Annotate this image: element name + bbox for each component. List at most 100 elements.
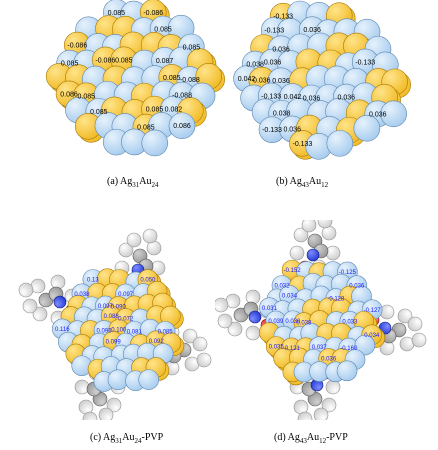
charge-label: 0.097 [98,304,114,310]
charge-label: 0.038 [296,321,312,327]
charge-label: -0.133 [292,141,312,148]
charge-label: 0.036 [369,111,387,118]
hydrogen-atom [213,297,229,313]
charge-label: 0.033 [342,319,358,325]
hydrogen-atom [227,321,243,337]
hydrogen-atom [217,313,233,329]
charge-label: -0.086 [143,10,163,17]
charge-label: 0.085 [90,109,108,116]
charge-label: -0.128 [327,297,345,303]
charge-label: -0.133 [273,14,293,21]
charge-label: 0.038 [246,61,264,68]
charge-label: 0.036 [264,60,282,67]
silver-atom [138,369,159,390]
charge-label: 0.085 [146,107,164,114]
charge-label: -0.133 [355,59,375,66]
charge-label: -0.127 [364,308,382,314]
silver-atom [107,369,129,391]
charge-label: 0.031 [262,306,278,312]
charge-label: 0.036 [338,94,356,101]
hydrogen-atom [325,245,341,261]
hydrogen-atom [106,397,122,413]
charge-label: 0.085 [183,44,201,51]
hydrogen-atom [325,379,341,395]
charge-label: 0.036 [272,46,290,53]
charge-label: 0.092 [149,339,165,345]
charge-label: 0.036 [283,126,301,133]
charge-label: -0.121 [283,346,301,352]
charge-label: 0.085 [154,26,172,33]
hydrogen-atom [245,325,261,341]
hydrogen-atom [142,228,158,244]
hydrogen-atom [182,328,198,344]
charge-label: 0.050 [140,278,156,284]
charge-label: 0.035 [269,345,285,351]
charge-label: 0.082 [165,107,183,114]
charge-label: 0.096 [97,329,113,335]
charge-label: 0.086 [173,123,191,130]
hydrogen-atom [407,316,423,332]
charge-label: 0.036 [303,95,321,102]
hydrogen-atom [50,274,66,290]
charge-label: -0.133 [262,127,282,134]
hydrogen-atom [293,227,309,243]
charge-label: -0.125 [339,270,357,276]
ag43au12-pvp-image: -0.1520.032-0.1250.0340.0310.036-0.1280.… [213,213,427,427]
charge-label: 0.13 [87,277,99,283]
charge-label: 0.085 [61,61,79,68]
silver-atom [380,100,407,128]
charge-label: 0.042 [284,94,302,101]
charge-label: 0.038 [273,111,291,118]
hydrogen-atom [313,407,329,423]
charge-label: 0.042 [238,76,256,83]
charge-label: -0.088 [180,77,200,84]
caption-c: (c) Ag31Au24-PVP [90,432,164,445]
caption-b: (b) Ag43Au12 [276,176,329,189]
charge-label: 0.036 [253,78,271,85]
charge-label: -0.160 [340,346,358,352]
hydrogen-atom [126,232,142,248]
charge-label: 0.099 [106,339,122,345]
charge-label: 0.090 [111,305,127,311]
charge-label: 0.038 [74,292,90,298]
hydrogen-atom [321,397,337,413]
nitrogen-atom [53,295,67,309]
charge-label: 0.085 [158,329,174,335]
charge-label: 0.081 [127,329,143,335]
charge-label: -0.086 [95,57,115,64]
silver-atom [354,334,376,356]
silver-atom [353,114,381,142]
charge-label: 0.036 [349,284,365,290]
silver-atom [168,112,196,140]
charge-label: 0.085 [115,57,133,64]
charge-label: 0.030 [285,319,301,325]
hydrogen-atom [118,242,134,258]
charge-label: 0.085 [108,10,126,17]
charge-label: 0.087 [156,58,174,65]
nitrogen-atom [248,310,262,324]
charge-label: 0.036 [321,357,337,363]
charge-label: 0.085 [163,75,181,82]
hydrogen-atom [32,306,48,322]
caption-a: (a) Ag31Au24 [107,176,159,189]
charge-label: 0.034 [364,333,380,339]
charge-label: 0.034 [282,294,298,300]
charge-label: 0.036 [272,78,290,85]
charge-label: 0.085 [137,124,155,131]
charge-label: 0.036 [303,27,321,34]
hydrogen-atom [411,332,427,348]
hydrogen-atom [196,352,212,368]
nitrogen-atom [306,248,320,262]
charge-label: 0.097 [118,292,134,298]
charge-label: -0.133 [264,28,284,35]
hydrogen-atom [397,308,413,324]
charge-label: 0.032 [274,284,290,290]
silver-atom [336,360,358,382]
charge-label: 0.116 [55,327,70,333]
hydrogen-atom [289,245,305,261]
charge-label: 0.072 [118,317,134,323]
charge-label: -0.133 [261,93,281,100]
